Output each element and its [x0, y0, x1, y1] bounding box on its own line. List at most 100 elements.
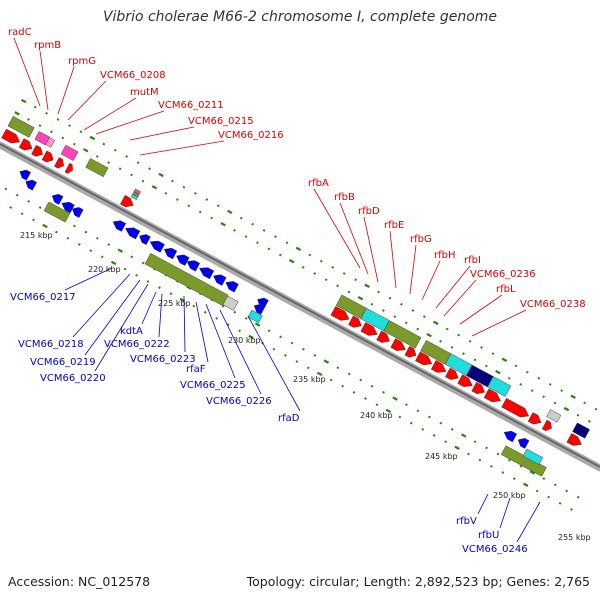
forward-gene-arrow [566, 433, 582, 446]
forward-gene-arrow [471, 381, 485, 395]
tick-mark [347, 372, 351, 376]
tick-mark [295, 246, 302, 252]
tick-mark [42, 223, 48, 229]
tick-mark [50, 130, 53, 134]
tick-mark [364, 283, 370, 288]
tick-mark [467, 452, 470, 456]
tick-mark [357, 296, 364, 301]
tick-mark [38, 124, 42, 127]
reverse-gene-arrow [112, 220, 127, 232]
tick-mark [20, 212, 24, 216]
kbp-label: 215 kbp [20, 231, 53, 240]
tick-mark [382, 391, 385, 394]
tick-mark [279, 335, 282, 339]
tick-mark [439, 339, 442, 343]
tick-mark [542, 395, 545, 399]
reverse-gene-label: VCM66_0218 [18, 339, 84, 350]
kbp-label: 235 kbp [293, 375, 326, 384]
reverse-gene-label: VCM66_0222 [104, 339, 170, 350]
gene-box [383, 320, 422, 349]
tick-mark [210, 216, 214, 220]
tick-mark [329, 378, 333, 382]
tick-mark [55, 230, 58, 234]
tick-mark [171, 179, 174, 183]
label-leader-line [421, 260, 441, 301]
label-leader-line [83, 97, 137, 131]
tick-mark [570, 508, 573, 511]
tick-mark [14, 111, 20, 116]
tick-mark [226, 323, 230, 326]
tick-mark [433, 320, 439, 325]
tick-mark [113, 148, 117, 152]
reverse-gene-label: rfbU [478, 530, 499, 541]
label-leader-line [129, 126, 195, 141]
tick-mark [537, 376, 541, 380]
forward-gene-arrow [1, 128, 21, 144]
tick-mark [123, 267, 127, 271]
tick-mark [313, 272, 317, 275]
tick-mark [507, 376, 511, 380]
tick-mark [342, 272, 346, 275]
reverse-gene-arrow [517, 438, 530, 449]
forward-gene-arrow [330, 306, 350, 321]
kbp-label: 230 kbp [228, 336, 261, 345]
gene-box [85, 158, 109, 178]
tick-mark [512, 477, 516, 481]
reverse-gene-label: VCM66_0246 [462, 544, 528, 555]
forward-gene-arrow [404, 345, 417, 358]
tick-mark [79, 130, 83, 134]
forward-gene-arrow [54, 157, 65, 169]
forward-gene-label: VCM66_0215 [188, 116, 254, 127]
tick-mark [530, 389, 534, 392]
tick-mark [370, 384, 374, 388]
tick-mark [491, 352, 495, 355]
tick-mark [421, 427, 425, 431]
tick-mark [27, 199, 31, 203]
tick-mark [416, 409, 420, 413]
tick-mark [274, 235, 277, 238]
tick-mark [262, 229, 266, 232]
tick-mark [187, 204, 191, 208]
tick-mark [526, 370, 529, 374]
reverse-gene-label: rfbV [456, 516, 477, 527]
label-leader-line [13, 37, 41, 107]
forward-gene-arrow [41, 150, 54, 163]
tick-mark [295, 360, 299, 363]
gene-box [546, 409, 562, 423]
tick-mark [15, 193, 19, 197]
tick-mark [490, 464, 493, 468]
tick-mark [151, 185, 158, 190]
tick-mark [96, 236, 99, 240]
tick-mark [563, 406, 570, 412]
backbone-layer [0, 141, 600, 472]
tick-mark [336, 366, 340, 370]
forward-gene-arrow [430, 360, 447, 373]
tick-mark [392, 396, 398, 401]
tick-mark [148, 167, 151, 171]
label-leader-line [57, 66, 75, 115]
tick-mark [426, 332, 432, 338]
reverse-gene-label: VCM66_0217 [10, 292, 76, 303]
forward-gene-arrow [445, 367, 459, 380]
tick-mark [68, 124, 71, 127]
label-leader-layer [13, 37, 541, 543]
reverse-gene-label: rfaD [278, 413, 300, 424]
tick-mark [20, 98, 27, 104]
tick-mark [141, 261, 145, 265]
forward-gene-arrow [18, 138, 33, 151]
tick-mark [306, 366, 310, 370]
gene-box [522, 448, 543, 465]
tick-mark [227, 209, 233, 215]
label-leader-line [183, 295, 186, 353]
tick-mark [267, 329, 271, 333]
label-leader-line [95, 110, 165, 135]
tick-mark [267, 247, 271, 251]
accession-text: Accession: NC_012578 [8, 574, 151, 589]
tick-mark [439, 421, 443, 425]
tick-mark [141, 179, 145, 183]
tick-mark [508, 458, 511, 462]
forward-gene-label: VCM66_0216 [218, 130, 284, 141]
tick-mark [331, 265, 335, 269]
